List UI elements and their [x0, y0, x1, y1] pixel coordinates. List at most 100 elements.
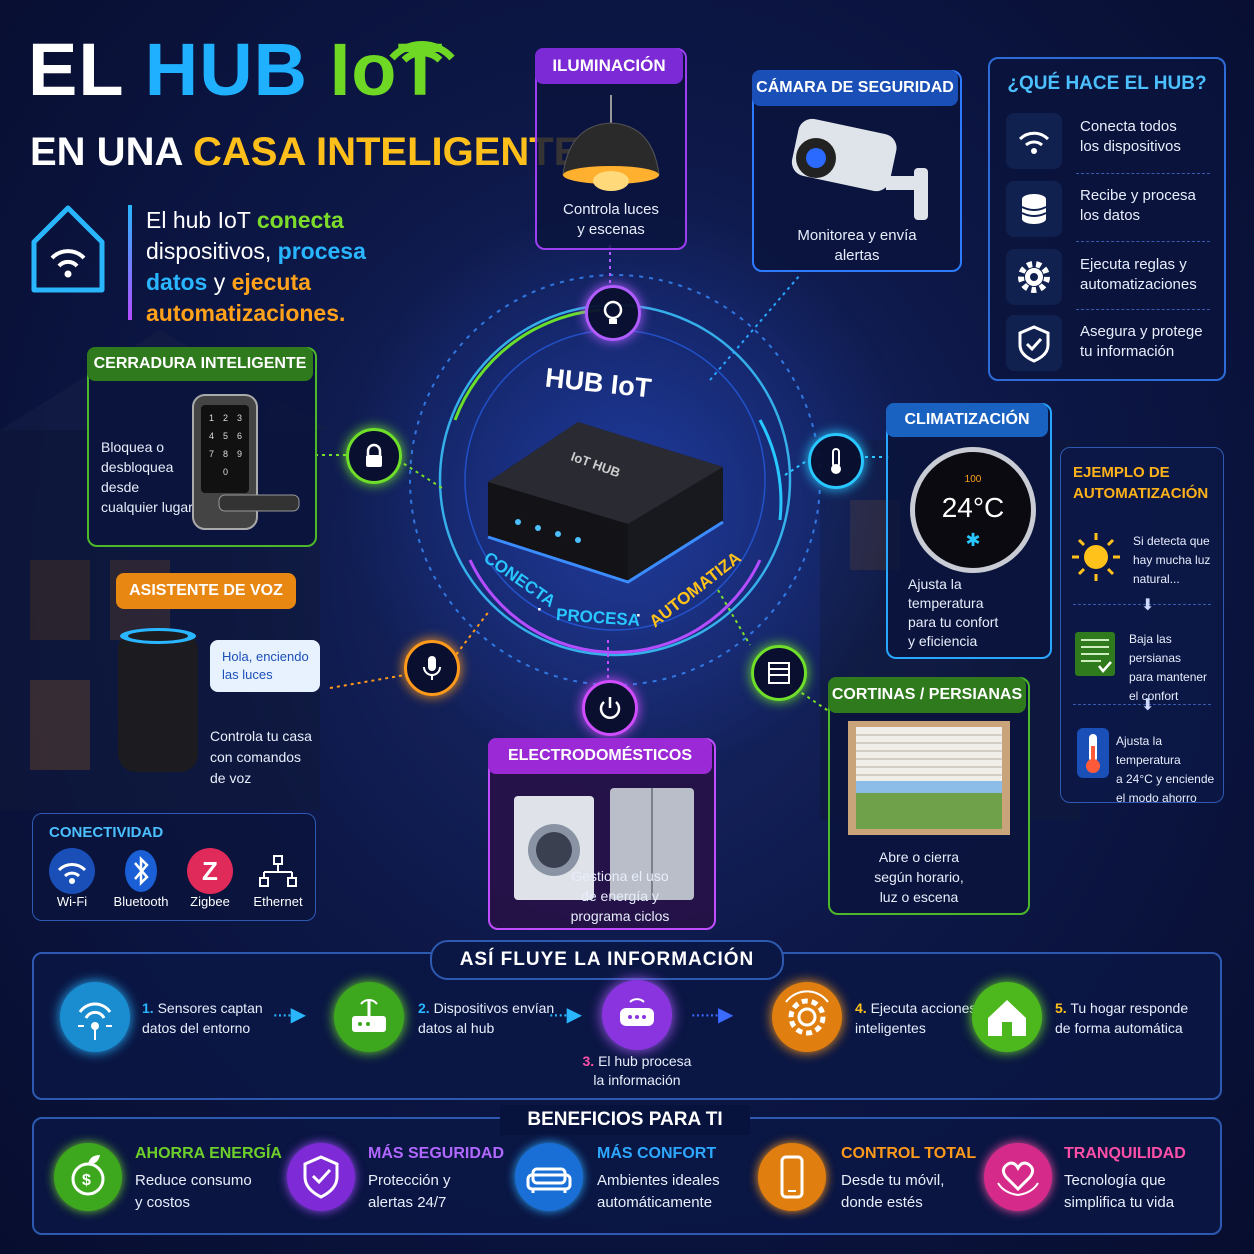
ejemplo-step-2-l2: para mantener: [1129, 670, 1208, 684]
lightbulb-node-icon[interactable]: [585, 285, 641, 341]
flujo-step-3-l1: El hub procesa: [598, 1053, 692, 1069]
asistente-desc-3: de voz: [210, 770, 252, 786]
ejemplo-step-2-l1: Baja las persianas: [1129, 632, 1182, 665]
ejemplo-step-3-l2: a 24°C y enciende: [1116, 772, 1215, 786]
climatizacion-desc-2: temperatura: [908, 595, 984, 611]
beneficio-5-text: Tecnología que simplifica tu vida: [1064, 1170, 1174, 1214]
camara-title: CÁMARA DE SEGURIDAD: [752, 70, 958, 106]
iot-hub-device[interactable]: [478, 412, 730, 587]
camara-desc: Monitorea y envía alertas: [754, 226, 960, 266]
power-node-icon[interactable]: [582, 680, 638, 736]
intro-text: El hub IoT conecta dispositivos, procesa…: [146, 205, 386, 329]
heart-hands-icon: [984, 1143, 1052, 1211]
beneficio-4-l2: donde estés: [841, 1194, 923, 1211]
iluminacion-title: ILUMINACIÓN: [535, 48, 683, 84]
flujo-step-2-num: 2.: [418, 1000, 430, 1016]
svg-text:4: 4: [209, 431, 214, 441]
svg-text:1: 1: [209, 413, 214, 423]
security-shield-icon: [287, 1143, 355, 1211]
electro-desc-1: Gestiona el uso: [571, 868, 669, 884]
beneficio-1-text: Reduce consumo y costos: [135, 1170, 252, 1214]
intro-t2: conecta: [256, 207, 344, 233]
subtitle-part1: EN UNA: [30, 130, 182, 174]
cortinas-desc-2: según horario,: [874, 869, 964, 885]
camara-panel[interactable]: CÁMARA DE SEGURIDAD Monitorea y envía al…: [752, 70, 962, 272]
cerradura-desc: Bloquea o desbloquea desde cualquier lug…: [101, 437, 211, 517]
cerradura-desc-2: desbloquea: [101, 459, 174, 475]
subtitle: EN UNA CASA INTELIGENTE: [30, 130, 580, 175]
asistente-desc-1: Controla tu casa: [210, 728, 312, 744]
flujo-title: ASÍ FLUYE LA INFORMACIÓN: [430, 940, 784, 980]
flujo-step-1-l2: datos del entorno: [142, 1020, 251, 1036]
ejemplo-step-2-l3: el confort: [1129, 689, 1179, 703]
cortinas-desc: Abre o cierra según horario, luz o escen…: [830, 847, 1008, 907]
climatizacion-desc: Ajusta la temperatura para tu confort y …: [908, 575, 1048, 651]
ring-dot-2: ·: [636, 606, 642, 625]
microphone-node-icon[interactable]: [404, 640, 460, 696]
intro-t3: dispositivos,: [146, 238, 278, 264]
divider: [1076, 241, 1210, 242]
smart-speaker-icon[interactable]: [116, 626, 200, 776]
bluetooth-label: Bluetooth: [113, 894, 169, 909]
cortinas-desc-3: luz o escena: [879, 889, 959, 905]
home-icon: [972, 982, 1042, 1052]
beneficio-2-l1: Protección y: [368, 1172, 451, 1189]
asistente-desc: Controla tu casa con comandos de voz: [210, 726, 312, 789]
intro-t8: automatizaciones.: [146, 300, 346, 326]
asistente-desc-2: con comandos: [210, 749, 302, 765]
conectividad-title: CONECTIVIDAD: [49, 824, 164, 841]
title-hub: HUB: [144, 28, 309, 111]
flujo-step-4: 4. Ejecuta acciones inteligentes: [855, 998, 976, 1038]
flujo-step-5: 5. Tu hogar responde de forma automática: [1055, 998, 1188, 1038]
electro-panel[interactable]: ELECTRODOMÉSTICOS Gestiona el uso de ene…: [488, 738, 716, 930]
svg-text:5: 5: [223, 431, 228, 441]
ejemplo-step-3-l1: Ajusta la temperatura: [1116, 734, 1181, 767]
svg-text:0: 0: [223, 467, 228, 477]
sun-icon: [1072, 533, 1120, 581]
ejemplo-step-3-l3: el modo ahorro: [1116, 791, 1197, 805]
blinds-node-icon[interactable]: [751, 645, 807, 701]
smartphone-icon: [758, 1143, 826, 1211]
asistente-title: ASISTENTE DE VOZ: [116, 573, 296, 609]
flujo-step-4-l1: Ejecuta acciones: [870, 1000, 977, 1016]
lock-node-icon[interactable]: [346, 428, 402, 484]
intro-t1: El hub IoT: [146, 207, 257, 233]
cerradura-desc-1: Bloquea o: [101, 439, 165, 455]
ejemplo-panel: EJEMPLO DE AUTOMATIZACIÓN Si detecta que…: [1060, 447, 1224, 805]
cortinas-desc-1: Abre o cierra: [878, 849, 960, 865]
blinds-icon: [1075, 632, 1115, 676]
flujo-step-5-l1: Tu hogar responde: [1070, 1000, 1189, 1016]
iluminacion-panel[interactable]: ILUMINACIÓN Controla luces y escenas: [535, 48, 687, 250]
beneficio-4-l1: Desde tu móvil,: [841, 1172, 945, 1189]
beneficios-title: BENEFICIOS PARA TI: [500, 1105, 750, 1135]
automation-gear-icon: [772, 982, 842, 1052]
cortinas-panel[interactable]: CORTINAS / PERSIANAS Abre o cierra según…: [828, 677, 1030, 915]
speech-bubble-l2: las luces: [222, 667, 273, 682]
flujo-step-1-l1: Sensores captan: [157, 1000, 263, 1016]
ejemplo-step-1-l3: natural...: [1133, 572, 1180, 586]
svg-text:3: 3: [237, 413, 242, 423]
divider: [1076, 173, 1210, 174]
cerradura-panel[interactable]: CERRADURA INTELIGENTE Bloquea o desbloqu…: [87, 347, 317, 547]
ejemplo-title-2: AUTOMATIZACIÓN: [1073, 485, 1209, 502]
zigbee-label: Zigbee: [190, 894, 230, 909]
flujo-step-4-l2: inteligentes: [855, 1020, 926, 1036]
electro-desc-2: de energía y: [581, 888, 659, 904]
gear-icon: [1006, 249, 1062, 305]
ejemplo-step-1-l1: Si detecta que: [1133, 534, 1210, 548]
wifi-signal-icon: [389, 41, 455, 63]
flujo-step-2-l2: datos al hub: [418, 1020, 495, 1036]
flujo-step-3: 3. El hub procesa la información: [562, 1052, 712, 1090]
beneficio-5-title: TRANQUILIDAD: [1064, 1145, 1186, 1162]
thermometer-node-icon[interactable]: [808, 433, 864, 489]
beneficio-2-title: MÁS SEGURIDAD: [368, 1145, 505, 1162]
database-icon: [1006, 181, 1062, 237]
sensor-icon: [60, 982, 130, 1052]
zigbee-icon: Z: [187, 848, 233, 894]
title-el: EL: [28, 28, 124, 111]
shield-check-icon: [1006, 315, 1062, 371]
flujo-step-5-num: 5.: [1055, 1000, 1067, 1016]
climatizacion-panel[interactable]: CLIMATIZACIÓN 100 24°C ✱ Ajusta la tempe…: [886, 403, 1052, 659]
